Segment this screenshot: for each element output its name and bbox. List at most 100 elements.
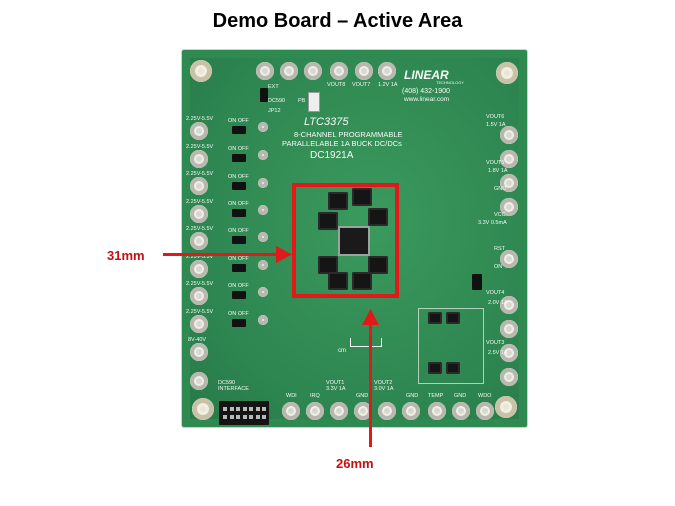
enable-jumper [232, 319, 246, 327]
turret-pad [190, 150, 208, 168]
turret-pad [280, 62, 298, 80]
dc590-connector [219, 401, 269, 425]
width-arrow-head [362, 309, 379, 325]
enable-switch-label: ON OFF [228, 228, 249, 234]
bottom-label: WDO [478, 393, 492, 399]
turret-pad [256, 62, 274, 80]
source-jumper [260, 88, 268, 102]
vout7-label: VOUT7 [352, 82, 371, 88]
board-id: DC1921A [310, 150, 354, 161]
right-label: VOUT6 [486, 114, 505, 120]
vout7-voltage-label: 1.2V 1A [378, 82, 398, 88]
connector-pin [236, 415, 240, 419]
demo-board-photo: 2.25V-5.5V 2.25V-5.5V 2.25V-5.5V 2.25V-5… [182, 50, 527, 427]
part-number: LTC3375 [304, 116, 349, 128]
turret-pad [452, 402, 470, 420]
turret-pad [500, 344, 518, 362]
turret-pad [306, 402, 324, 420]
turret-pad [500, 174, 518, 192]
test-point [258, 287, 268, 297]
bottom-label: VOUT2 3.0V 1A [374, 380, 394, 392]
connector-pin [249, 407, 253, 411]
power-jumper [472, 274, 482, 290]
turret-pad [378, 62, 396, 80]
enable-jumper [232, 236, 246, 244]
width-label: 26mm [336, 456, 374, 471]
turret-pad [190, 343, 208, 361]
turret-pad [190, 260, 208, 278]
turret-pad [330, 62, 348, 80]
right-label: VOUT4 [486, 290, 505, 296]
input-voltage-label: 2.25V-5.5V [186, 309, 214, 315]
connector-pin [242, 415, 247, 419]
ext-label: EXT [268, 84, 279, 90]
bottom-label: TEMP [428, 393, 444, 399]
bottom-label: WDI [286, 393, 297, 399]
turret-pad [190, 287, 208, 305]
test-point [258, 150, 268, 160]
interface-label: DC590 INTERFACE [218, 380, 249, 392]
right-label: 1.5V 1A [486, 122, 506, 128]
right-label: ON [494, 264, 503, 270]
turret-pad [500, 198, 518, 216]
scale-label: cm [338, 348, 346, 354]
input-voltage-label: 2.25V-5.5V [186, 144, 214, 150]
inductor [318, 212, 338, 230]
enable-jumper [232, 291, 246, 299]
turret-pad [355, 62, 373, 80]
mounting-hole [495, 396, 517, 418]
enable-switch-label: ON OFF [228, 256, 249, 262]
linear-logo: LINEAR [404, 68, 449, 82]
input-voltage-label: 2.25V-5.5V [186, 116, 214, 122]
logo-subtext: TECHNOLOGY [436, 80, 465, 85]
connector-pin [223, 415, 227, 419]
connector-pin [223, 407, 227, 411]
enable-switch-label: ON OFF [228, 283, 249, 289]
turret-pad [500, 250, 518, 268]
bottom-label: GND [406, 393, 419, 399]
enable-jumper [232, 154, 246, 162]
turret-pad [354, 402, 372, 420]
test-point [258, 205, 268, 215]
board-desc-line1: 8-CHANNEL PROGRAMMABLE [294, 130, 403, 139]
turret-pad [378, 402, 396, 420]
turret-pad [500, 320, 518, 338]
input-voltage-label: 2.25V-5.5V [186, 281, 214, 287]
bottom-label: IRQ [310, 393, 320, 399]
input-voltage-label: 2.25V-5.5V [186, 171, 214, 177]
right-label: GND [494, 186, 507, 192]
inductor [352, 272, 372, 290]
connector-pin [242, 407, 247, 411]
connector-pin [229, 407, 234, 411]
enable-switch-label: ON OFF [228, 146, 249, 152]
ltc3375-ic [340, 228, 368, 254]
active-area-box [292, 183, 399, 298]
inductor [328, 272, 348, 290]
height-label: 31mm [107, 248, 145, 263]
turret-pad [428, 402, 446, 420]
height-arrow-head [276, 246, 292, 263]
vout8-label: VOUT8 [327, 82, 346, 88]
right-label: 2.0V 1A [488, 300, 508, 306]
right-label: VOUT5 [486, 160, 505, 166]
mounting-hole [192, 398, 214, 420]
test-point [258, 232, 268, 242]
test-point [258, 315, 268, 325]
turret-pad [282, 402, 300, 420]
jumper-label: JP12 [268, 108, 281, 114]
inductor [352, 188, 372, 206]
inductor [368, 256, 388, 274]
turret-pad [500, 368, 518, 386]
test-point [258, 178, 268, 188]
input-voltage-label: 2.25V-5.5V [186, 199, 214, 205]
turret-pad [190, 205, 208, 223]
test-point [258, 122, 268, 132]
pushbutton [308, 92, 320, 112]
turret-pad [190, 177, 208, 195]
website: www.linear.com [404, 96, 450, 103]
connector-pin [262, 415, 266, 419]
turret-pad [330, 402, 348, 420]
inductor [446, 362, 460, 374]
right-label: RST [494, 246, 505, 252]
slide-title: Demo Board – Active Area [212, 10, 463, 32]
